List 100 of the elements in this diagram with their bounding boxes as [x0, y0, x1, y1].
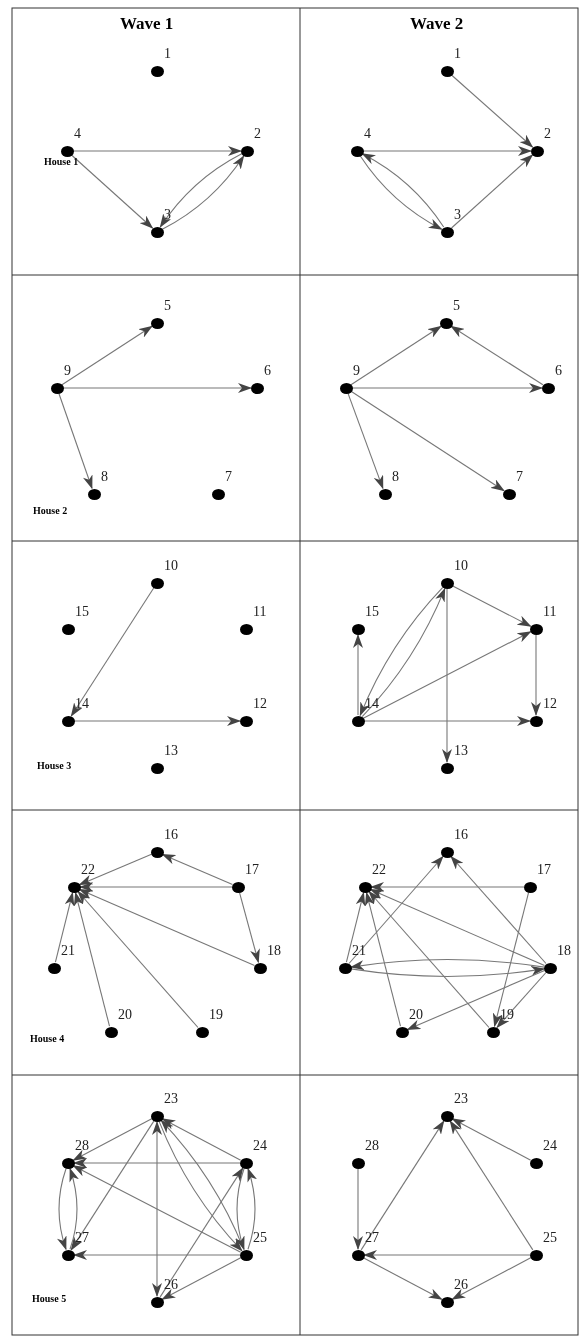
arrow: [79, 882, 233, 892]
network-node-dot: [440, 226, 454, 238]
network-node-dot: [351, 623, 365, 635]
arrow: [450, 154, 534, 229]
arrow: [369, 888, 546, 967]
network-node-dot: [150, 577, 164, 589]
node-number: 14: [75, 696, 89, 712]
network-node-dot: [523, 881, 537, 893]
network-node-dot: [339, 382, 353, 394]
node-number: 5: [453, 298, 460, 314]
network-node-dot: [211, 488, 225, 500]
arrow: [72, 1165, 242, 1253]
arrow: [368, 890, 490, 1029]
column-header: Wave 2: [410, 14, 464, 34]
network-node-dot: [439, 317, 453, 329]
arrow: [449, 1120, 534, 1251]
network-node-dot: [150, 317, 164, 329]
network-node-dot: [530, 145, 544, 157]
arrow: [345, 891, 366, 963]
node-number: 27: [75, 1230, 89, 1246]
network-node-dot: [60, 145, 74, 157]
network-node-dot: [150, 846, 164, 858]
node-number: 28: [75, 1138, 89, 1154]
node-number: 7: [225, 469, 232, 485]
arrow: [152, 1121, 162, 1297]
network-node-dot: [358, 881, 372, 893]
node-number: 8: [392, 469, 399, 485]
node-number: 27: [365, 1230, 379, 1246]
network-node-dot: [150, 65, 164, 77]
arrow: [350, 965, 546, 977]
arrow: [77, 890, 199, 1029]
node-number: 18: [267, 943, 281, 959]
arrow: [78, 888, 256, 967]
node-number: 5: [164, 298, 171, 314]
panel-label: House 3: [37, 760, 72, 771]
arrow: [370, 882, 525, 892]
node-number: 17: [537, 862, 551, 878]
node-number: 16: [454, 827, 468, 843]
network-node-dot: [529, 715, 543, 727]
network-node-dot: [150, 1296, 164, 1308]
arrow: [73, 1158, 241, 1168]
node-number: 20: [118, 1007, 132, 1023]
node-number: 18: [557, 943, 571, 959]
node-number: 7: [516, 469, 523, 485]
arrow: [362, 1257, 443, 1300]
arrow: [350, 325, 442, 386]
network-node-dot: [87, 488, 101, 500]
arrow: [58, 393, 93, 490]
network-node-dot: [250, 382, 264, 394]
arrow: [450, 74, 534, 148]
node-number: 13: [454, 743, 468, 759]
arrow: [363, 716, 531, 726]
node-number: 9: [353, 363, 360, 379]
arrow: [349, 959, 545, 971]
node-number: 12: [543, 696, 557, 712]
arrow: [70, 154, 154, 229]
node-number: 21: [352, 943, 366, 959]
network-node-dot: [61, 1249, 75, 1261]
arrow: [450, 325, 544, 386]
network-node-dot: [231, 881, 245, 893]
network-node-dot: [351, 1157, 365, 1169]
node-number: 3: [164, 207, 171, 223]
network-node-dot: [67, 881, 81, 893]
panel-label: House 1: [44, 156, 79, 167]
network-node-dot: [529, 1157, 543, 1169]
network-node-dot: [61, 715, 75, 727]
panel-label: House 5: [32, 1293, 67, 1304]
network-node-dot: [239, 715, 253, 727]
node-number: 2: [544, 126, 551, 142]
network-node-dot: [351, 1249, 365, 1261]
node-number: 2: [254, 126, 261, 142]
node-number: 26: [164, 1277, 178, 1293]
column-header: Wave 1: [120, 14, 174, 34]
arrow: [353, 634, 363, 716]
network-node-dot: [239, 623, 253, 635]
node-number: 8: [101, 469, 108, 485]
arrow: [73, 1250, 241, 1260]
network-node-dot: [440, 1296, 454, 1308]
network-node-dot: [350, 145, 364, 157]
node-number: 19: [209, 1007, 223, 1023]
network-node-dot: [61, 1157, 75, 1169]
node-number: 19: [500, 1007, 514, 1023]
node-number: 11: [543, 604, 557, 620]
node-number: 22: [372, 862, 386, 878]
arrow: [235, 1168, 245, 1251]
arrow: [406, 969, 546, 1031]
arrow: [54, 891, 75, 963]
network-node-dot: [502, 488, 516, 500]
arrow: [70, 1120, 155, 1251]
network-node-dot: [104, 1026, 118, 1038]
node-number: 9: [64, 363, 71, 379]
network-node-dot: [50, 382, 64, 394]
node-number: 15: [75, 604, 89, 620]
arrow: [72, 1118, 153, 1161]
arrow: [362, 146, 532, 156]
node-number: 24: [543, 1138, 557, 1154]
node-number: 20: [409, 1007, 423, 1023]
network-node-dot: [239, 1157, 253, 1169]
network-node-dot: [351, 715, 365, 727]
node-number: 23: [164, 1091, 178, 1107]
